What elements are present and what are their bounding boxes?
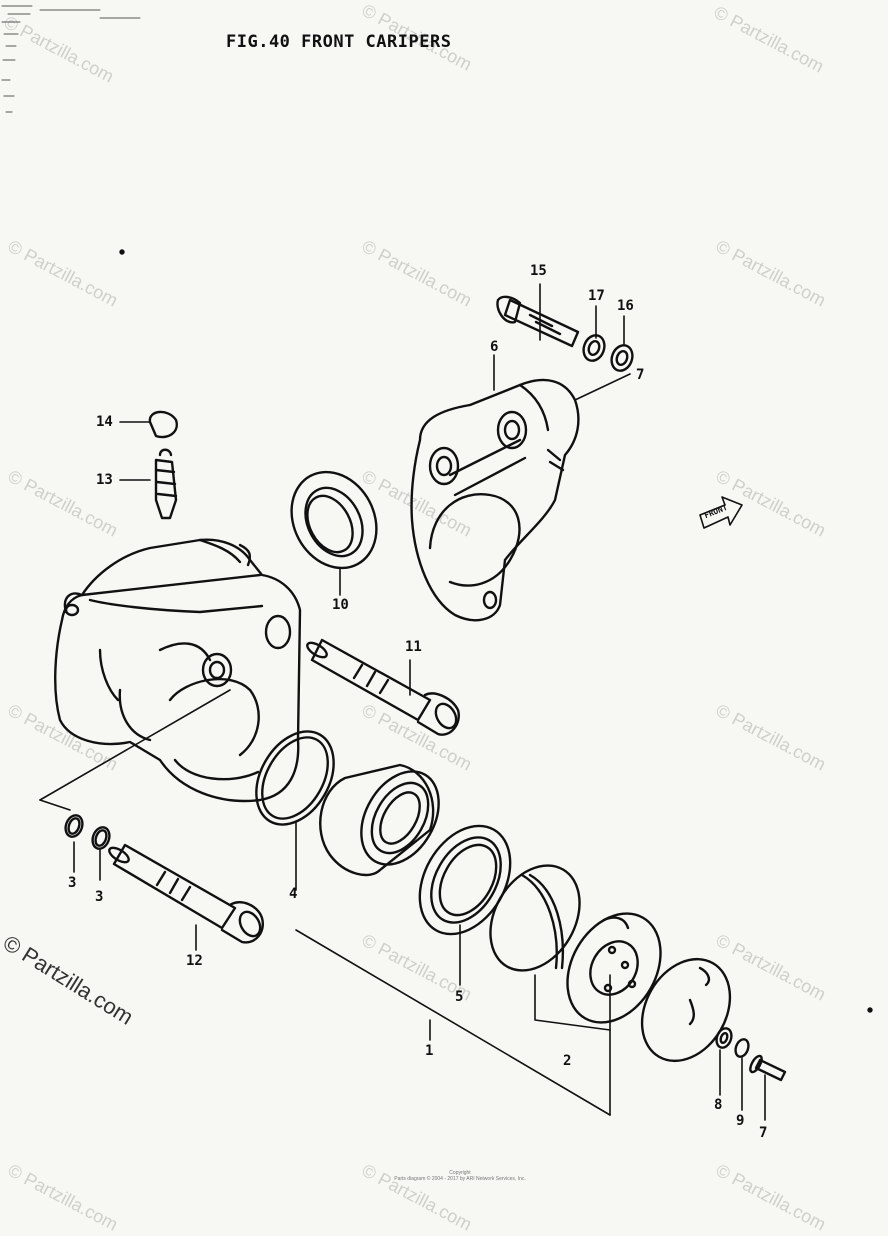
scan-noise xyxy=(1,5,141,113)
slide-pin-12 xyxy=(108,843,265,944)
washer-16 xyxy=(610,344,634,372)
callout-3b: 3 xyxy=(95,889,104,905)
brake-pad-2a xyxy=(489,864,581,972)
caliper-body xyxy=(54,538,302,803)
pad-shim xyxy=(640,957,732,1063)
bracket-bolt-15 xyxy=(496,295,580,348)
seal-ring-3b xyxy=(91,826,111,850)
callout-2: 2 xyxy=(563,1053,572,1069)
callout-7-top: 7 xyxy=(636,367,645,383)
washer-17 xyxy=(582,334,606,362)
caliper-piston xyxy=(319,763,440,877)
bleeder-valve-13 xyxy=(154,448,178,520)
screw-7 xyxy=(749,1054,787,1082)
callout-15: 15 xyxy=(530,263,547,279)
footer-line-2: Parts diagram © 2004 - 2017 by ARI Netwo… xyxy=(394,1176,526,1182)
callout-6: 6 xyxy=(490,339,499,355)
callout-10: 10 xyxy=(332,597,349,613)
bleeder-cap-14 xyxy=(148,410,178,439)
caliper-bracket-6 xyxy=(410,378,580,622)
washer-8 xyxy=(715,1027,733,1049)
callout-11: 11 xyxy=(405,639,422,655)
callout-4: 4 xyxy=(289,886,298,902)
seal-ring-3a xyxy=(64,814,84,838)
copyright-footer: Copyright Parts diagram © 2004 - 2017 by… xyxy=(380,1170,540,1182)
washer-9 xyxy=(734,1038,750,1058)
callout-leaders xyxy=(39,283,766,1121)
callout-3a: 3 xyxy=(68,875,77,891)
footer-line-1: Copyright xyxy=(449,1170,471,1176)
caliper-drawing xyxy=(1,5,873,1121)
callout-7: 7 xyxy=(759,1125,768,1141)
callout-12: 12 xyxy=(186,953,203,969)
seal-ring-4 xyxy=(255,730,335,826)
callout-13: 13 xyxy=(96,472,113,488)
callout-16: 16 xyxy=(617,298,634,314)
callout-9: 9 xyxy=(736,1113,745,1129)
piston-seal-10 xyxy=(290,470,378,570)
callout-5: 5 xyxy=(455,989,464,1005)
callout-1: 1 xyxy=(425,1043,434,1059)
brake-pad-2b xyxy=(566,912,662,1024)
slide-pin-11 xyxy=(306,638,460,736)
front-direction-arrow xyxy=(699,496,743,529)
callout-17: 17 xyxy=(588,288,605,304)
callout-14: 14 xyxy=(96,414,113,430)
figure-title: FIG.40 FRONT CARIPERS xyxy=(226,32,452,52)
callout-8: 8 xyxy=(714,1097,723,1113)
